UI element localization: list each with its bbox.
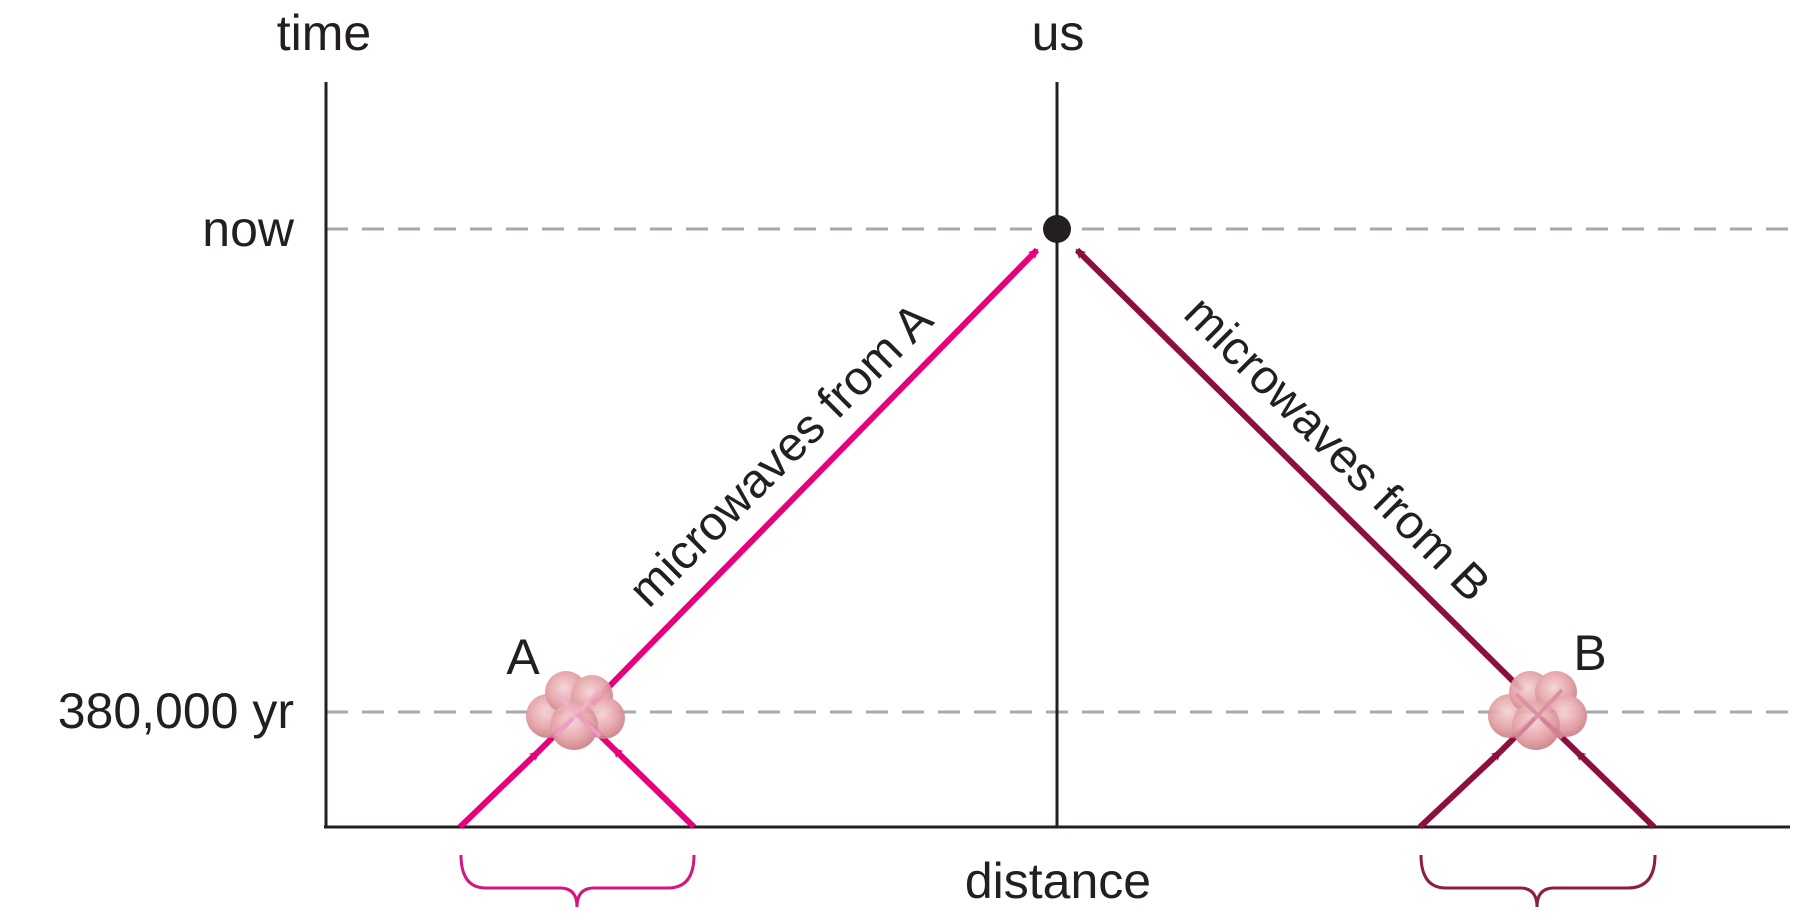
rays-a: [457, 247, 1040, 830]
point-a-label: A: [506, 629, 540, 685]
incoming-ray-a-left: [457, 749, 541, 830]
time-axis-label: time: [277, 5, 371, 61]
incoming-ray-a-right-head: [611, 746, 697, 830]
us-label: us: [1032, 5, 1085, 61]
microwave-ray-a: [589, 247, 1040, 707]
brace-a: [459, 854, 696, 908]
distance-axis-label: distance: [965, 853, 1151, 909]
now-label: now: [202, 201, 295, 257]
cloud-a: [526, 671, 625, 750]
observer-now-dot: [1043, 215, 1071, 243]
recombination-time-label: 380,000 yr: [58, 683, 294, 739]
microwave-ray-b: [1074, 247, 1525, 693]
cloud-b: [1488, 671, 1587, 750]
rays-b: [1074, 247, 1657, 830]
brace-b: [1419, 854, 1657, 908]
incoming-ray-b-right: [1574, 749, 1657, 830]
incoming-ray-b-left: [1417, 749, 1503, 830]
point-b-label: B: [1573, 625, 1606, 681]
microwaves-from-b-label: microwaves from B: [1174, 286, 1500, 612]
microwaves-from-a-label: microwaves from A: [619, 293, 943, 617]
